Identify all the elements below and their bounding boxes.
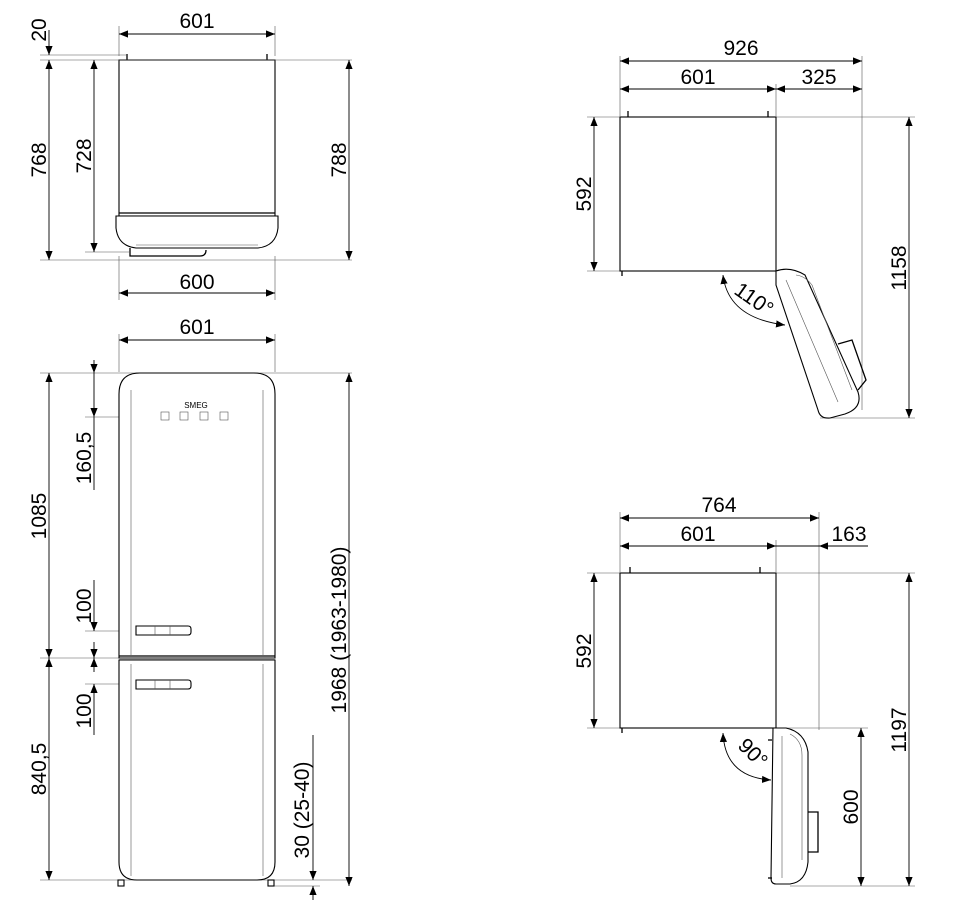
dim-label-325: 325	[801, 66, 836, 89]
dim-label-90-600: 600	[840, 789, 863, 824]
dim-label-angle-110: 110°	[730, 278, 778, 321]
door-90-handle	[808, 811, 819, 853]
dim-label-926: 926	[723, 37, 758, 60]
dim-label-top-601: 601	[179, 10, 214, 33]
dim-label-90-601: 601	[680, 523, 715, 546]
door-90-view: 90° 764 601 163 592 600 1197	[573, 494, 915, 887]
dim-label-top-768: 768	[28, 142, 51, 177]
door-110-view: 110° 926 601 325 592 1158	[573, 37, 915, 419]
dim-label-764: 764	[701, 494, 736, 517]
front-upper-door	[118, 372, 276, 659]
dim-label-angle-90: 90°	[733, 734, 772, 773]
dim-label-110-592: 592	[573, 176, 596, 211]
dim-label-1197: 1197	[888, 707, 911, 752]
door-110-open-door	[775, 268, 860, 419]
dim-label-163: 163	[831, 523, 866, 546]
top-view: 601 20 768 728 788 600	[28, 10, 353, 300]
top-view-handle	[129, 248, 207, 257]
front-handle-upper	[135, 625, 192, 636]
door-90-angle-arc	[719, 732, 772, 784]
front-view: SMEG 601 1085 840,5 160,5 100 100	[28, 316, 353, 900]
smeg-logo: SMEG	[160, 401, 229, 421]
dim-label-top-788: 788	[328, 142, 351, 177]
front-foot-left	[117, 879, 125, 887]
door-110-angle-arc	[720, 274, 786, 328]
dim-label-top-728: 728	[73, 138, 96, 173]
top-view-door	[115, 215, 279, 249]
dim-label-1085: 1085	[28, 493, 51, 540]
front-foot-right	[267, 879, 275, 887]
front-lower-door	[118, 659, 276, 881]
dim-label-110-601: 601	[680, 66, 715, 89]
door-90-open-door	[770, 727, 809, 885]
door-110-cabinet	[619, 116, 777, 272]
dim-label-top-20: 20	[28, 18, 51, 41]
dim-label-100-upper: 100	[73, 588, 96, 623]
dim-label-total-height: 1968 (1963-1980)	[328, 547, 351, 714]
dim-label-front-601: 601	[179, 316, 214, 339]
door-90-cabinet	[619, 572, 777, 729]
dim-label-1158: 1158	[888, 245, 911, 290]
dim-label-90-592: 592	[573, 633, 596, 668]
dim-label-160: 160,5	[73, 432, 96, 485]
dim-label-top-600: 600	[179, 271, 214, 294]
dim-label-100-lower: 100	[73, 693, 96, 728]
front-handle-lower	[135, 679, 192, 690]
top-view-cabinet	[118, 59, 276, 217]
dim-label-840: 840,5	[28, 743, 51, 796]
smeg-logo-text: SMEG	[184, 401, 208, 410]
door-110-handle	[837, 339, 867, 391]
dim-label-feet: 30 (25-40)	[291, 762, 314, 859]
